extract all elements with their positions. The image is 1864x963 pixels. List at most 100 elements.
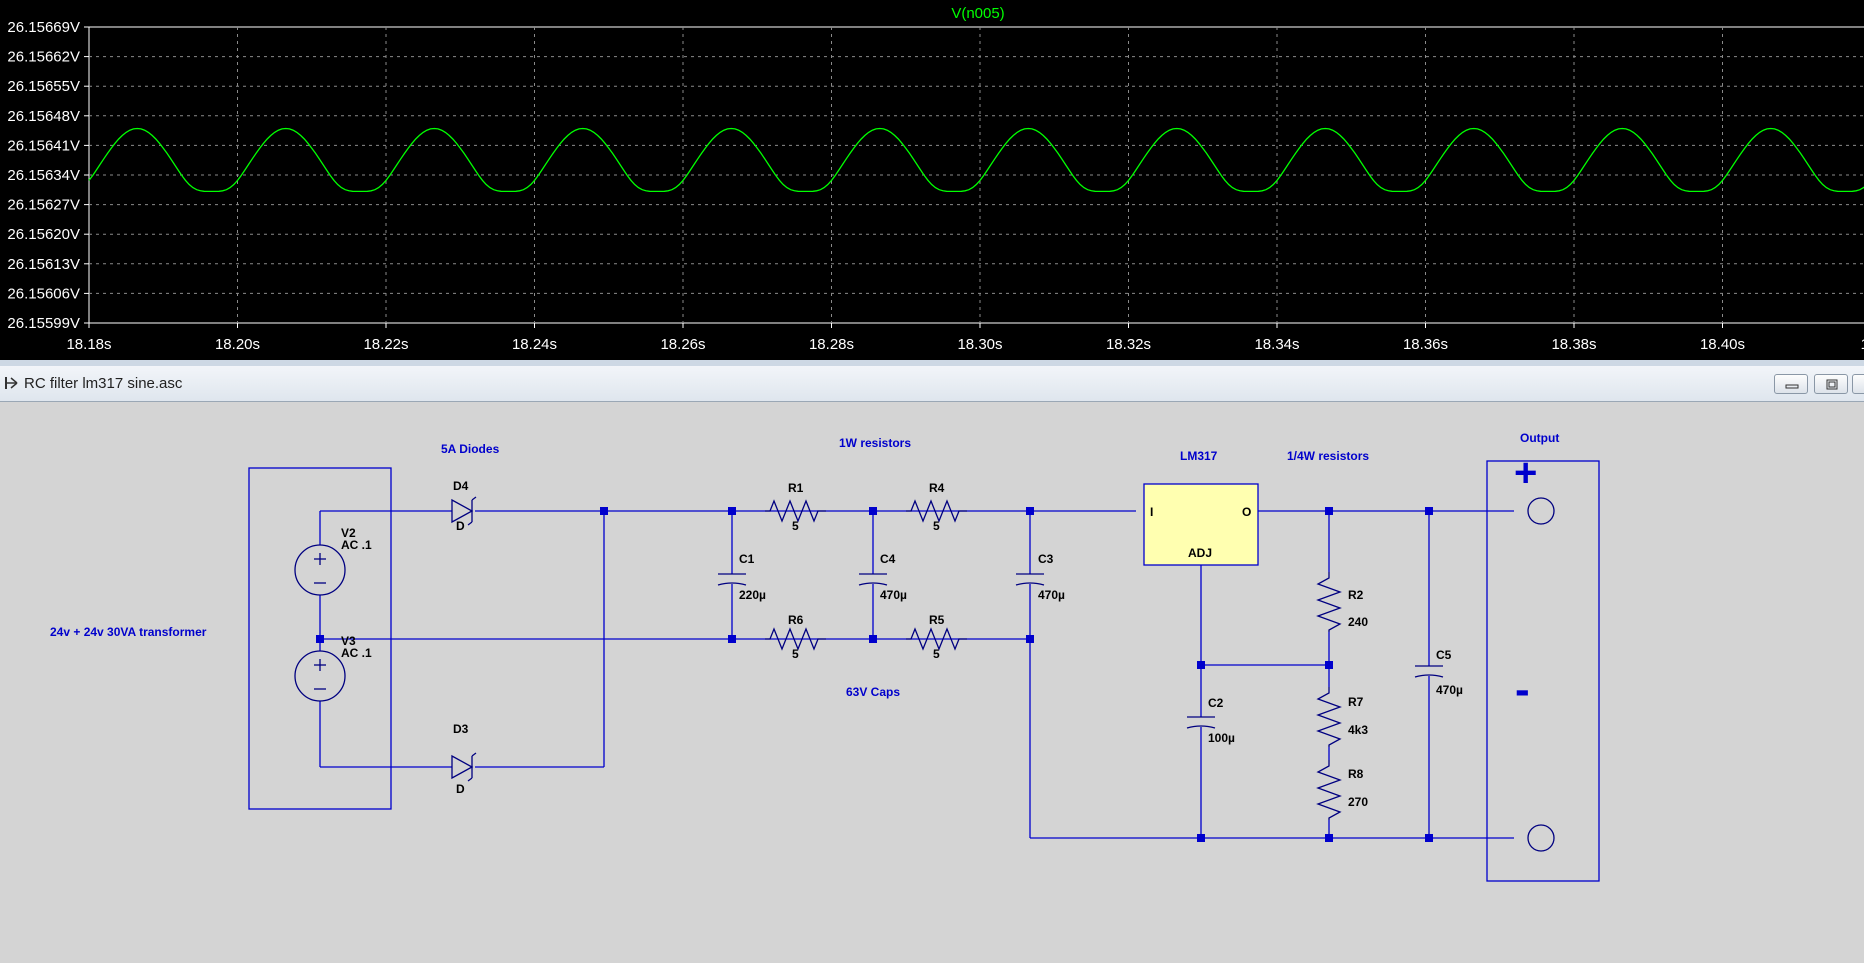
lm317-body bbox=[1143, 483, 1259, 566]
resistor-r5-ref: R5 bbox=[929, 613, 945, 627]
restore-button[interactable] bbox=[1814, 374, 1848, 394]
output-box bbox=[1486, 460, 1600, 882]
junctions bbox=[316, 507, 1433, 842]
x-tick-label: 18.26s bbox=[660, 336, 705, 353]
capacitor-c3-ref: C3 bbox=[1038, 552, 1054, 566]
x-tick-label: 18.28s bbox=[809, 336, 854, 353]
close-button[interactable] bbox=[1852, 374, 1864, 394]
source-v3 bbox=[294, 650, 346, 702]
lm317-pin-in: I bbox=[1150, 505, 1153, 519]
capacitor-c3-value: 470µ bbox=[1038, 588, 1065, 602]
lm317-pin-out: O bbox=[1242, 505, 1251, 519]
source-v2-ref: V2 bbox=[341, 526, 356, 540]
output-minus-sign: - bbox=[1515, 665, 1530, 714]
diode-d4-ref: D4 bbox=[453, 479, 469, 493]
capacitor-c2 bbox=[1186, 725, 1216, 729]
window-title: RC filter lm317 sine.asc bbox=[24, 375, 183, 392]
x-tick-label: 18.36s bbox=[1403, 336, 1448, 353]
lm317-pin-adj: ADJ bbox=[1188, 546, 1212, 560]
resistor-r4 bbox=[906, 499, 967, 523]
diode-d3 bbox=[451, 754, 474, 780]
capacitor-c4 bbox=[858, 582, 888, 586]
schematic-icon bbox=[5, 377, 18, 389]
annotation-lm317: LM317 bbox=[1180, 449, 1218, 463]
capacitor-c5-ref: C5 bbox=[1436, 648, 1452, 662]
y-tick-label: 26.15613V bbox=[7, 256, 80, 273]
annotation-quarter-watt: 1/4W resistors bbox=[1287, 449, 1369, 463]
output-terminal-plus bbox=[1527, 497, 1555, 525]
y-tick-label: 26.15655V bbox=[7, 78, 80, 95]
annotation-caps: 63V Caps bbox=[846, 685, 900, 699]
resistor-r1-ref: R1 bbox=[788, 481, 804, 495]
x-tick-label: 18.24s bbox=[512, 336, 557, 353]
output-plus-sign: + bbox=[1514, 451, 1537, 495]
resistor-r4-value: 5 bbox=[933, 519, 940, 533]
x-tick-label: 18.22s bbox=[363, 336, 408, 353]
diode-d4 bbox=[451, 498, 474, 524]
source-v3-value: AC .1 bbox=[341, 646, 372, 660]
schematic-titlebar[interactable]: RC filter lm317 sine.asc bbox=[0, 366, 1864, 402]
y-tick-label: 26.15627V bbox=[7, 197, 80, 214]
resistor-r6 bbox=[765, 627, 826, 651]
x-tick-label: 18.32s bbox=[1106, 336, 1151, 353]
resistor-r1 bbox=[765, 499, 826, 523]
waveform-plot[interactable]: 26.15669V26.15662V26.15655V26.15648V26.1… bbox=[0, 0, 1864, 360]
resistor-r8 bbox=[1316, 760, 1342, 820]
annotation-1w-resistors: 1W resistors bbox=[839, 436, 911, 450]
diode-d3-model: D bbox=[456, 782, 465, 796]
resistor-r7-ref: R7 bbox=[1348, 695, 1364, 709]
pane-splitter[interactable] bbox=[0, 360, 1864, 366]
capacitor-c3 bbox=[1015, 582, 1045, 586]
resistor-r8-value: 270 bbox=[1348, 795, 1368, 809]
source-v2-value: AC .1 bbox=[341, 538, 372, 552]
minimize-icon bbox=[1785, 384, 1799, 389]
resistor-r7 bbox=[1316, 687, 1342, 747]
source-v3-ref: V3 bbox=[341, 634, 356, 648]
schematic-canvas[interactable]: I O ADJ 24v + 24v 30VA transformer 5A Di… bbox=[0, 402, 1864, 963]
resistor-r4-ref: R4 bbox=[929, 481, 945, 495]
y-tick-label: 26.15648V bbox=[7, 108, 80, 125]
resistor-r5 bbox=[906, 627, 967, 651]
diode-d4-model: D bbox=[456, 519, 465, 533]
trace-v-n005[interactable] bbox=[88, 127, 1864, 193]
diode-d3-ref: D3 bbox=[453, 722, 469, 736]
y-tick-label: 26.15620V bbox=[7, 226, 80, 243]
resistor-r8-ref: R8 bbox=[1348, 767, 1364, 781]
restore-icon bbox=[1826, 379, 1838, 390]
capacitor-c1-ref: C1 bbox=[739, 552, 755, 566]
resistor-r2 bbox=[1316, 572, 1342, 632]
resistor-r6-ref: R6 bbox=[788, 613, 804, 627]
capacitor-c1-value: 220µ bbox=[739, 588, 766, 602]
annotation-transformer: 24v + 24v 30VA transformer bbox=[50, 625, 207, 639]
capacitor-c4-ref: C4 bbox=[880, 552, 896, 566]
capacitor-c5 bbox=[1414, 674, 1444, 678]
capacitor-c2-value: 100µ bbox=[1208, 731, 1235, 745]
x-tick-label: 18.30s bbox=[957, 336, 1002, 353]
y-tick-label: 26.15599V bbox=[7, 315, 80, 332]
x-tick-label: 18.34s bbox=[1254, 336, 1299, 353]
resistor-r2-ref: R2 bbox=[1348, 588, 1364, 602]
y-tick-label: 26.15606V bbox=[7, 285, 80, 302]
annotation-output: Output bbox=[1520, 431, 1559, 445]
schematic-drawing[interactable]: I O ADJ 24v + 24v 30VA transformer 5A Di… bbox=[0, 402, 1864, 963]
x-tick-label: 18.40s bbox=[1700, 336, 1745, 353]
minimize-button[interactable] bbox=[1774, 374, 1808, 394]
resistor-r6-value: 5 bbox=[792, 647, 799, 661]
capacitor-c2-ref: C2 bbox=[1208, 696, 1224, 710]
output-terminal-minus bbox=[1527, 824, 1555, 852]
trace-name[interactable]: V(n005) bbox=[951, 5, 1004, 22]
capacitor-c1 bbox=[717, 582, 747, 586]
source-v2 bbox=[294, 544, 346, 596]
y-tick-label: 26.15662V bbox=[7, 49, 80, 66]
x-tick-label: 18.38s bbox=[1551, 336, 1596, 353]
resistor-r5-value: 5 bbox=[933, 647, 940, 661]
resistor-r7-value: 4k3 bbox=[1348, 723, 1368, 737]
resistor-r2-value: 240 bbox=[1348, 615, 1368, 629]
x-tick-label: 18.18s bbox=[66, 336, 111, 353]
y-tick-label: 26.15634V bbox=[7, 167, 80, 184]
x-tick-label: 18. bbox=[1861, 336, 1864, 353]
capacitor-c5-value: 470µ bbox=[1436, 683, 1463, 697]
annotation-diodes: 5A Diodes bbox=[441, 442, 500, 456]
x-tick-label: 18.20s bbox=[215, 336, 260, 353]
